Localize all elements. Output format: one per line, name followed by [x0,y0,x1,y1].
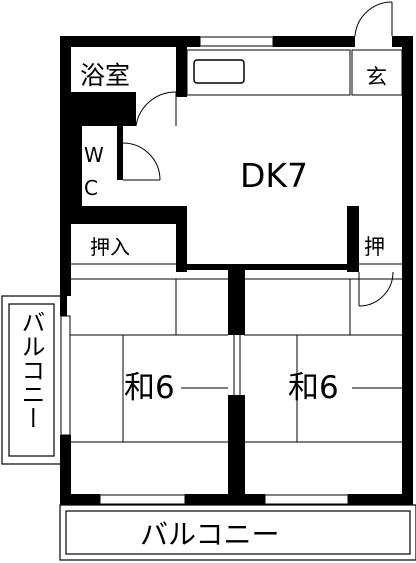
label-toilet-w: W [84,143,104,167]
walls [60,36,413,505]
label-entrance: 玄 [366,65,387,89]
label-dk: DK7 [240,156,308,195]
label-closet-left: 押入 [90,235,130,259]
label-washitsu-left: 和6 [124,370,175,406]
label-washitsu-right: 和6 [288,370,339,406]
doors [122,1,394,307]
label-closet-right: 押 [364,235,385,259]
label-balcony-side: バルコニー [17,310,45,430]
sink [193,59,245,84]
label-balcony-bottom: バルコニー [140,518,279,551]
windows [60,36,349,505]
label-toilet-c: C [84,176,98,200]
label-bath: 浴室 [80,61,130,90]
